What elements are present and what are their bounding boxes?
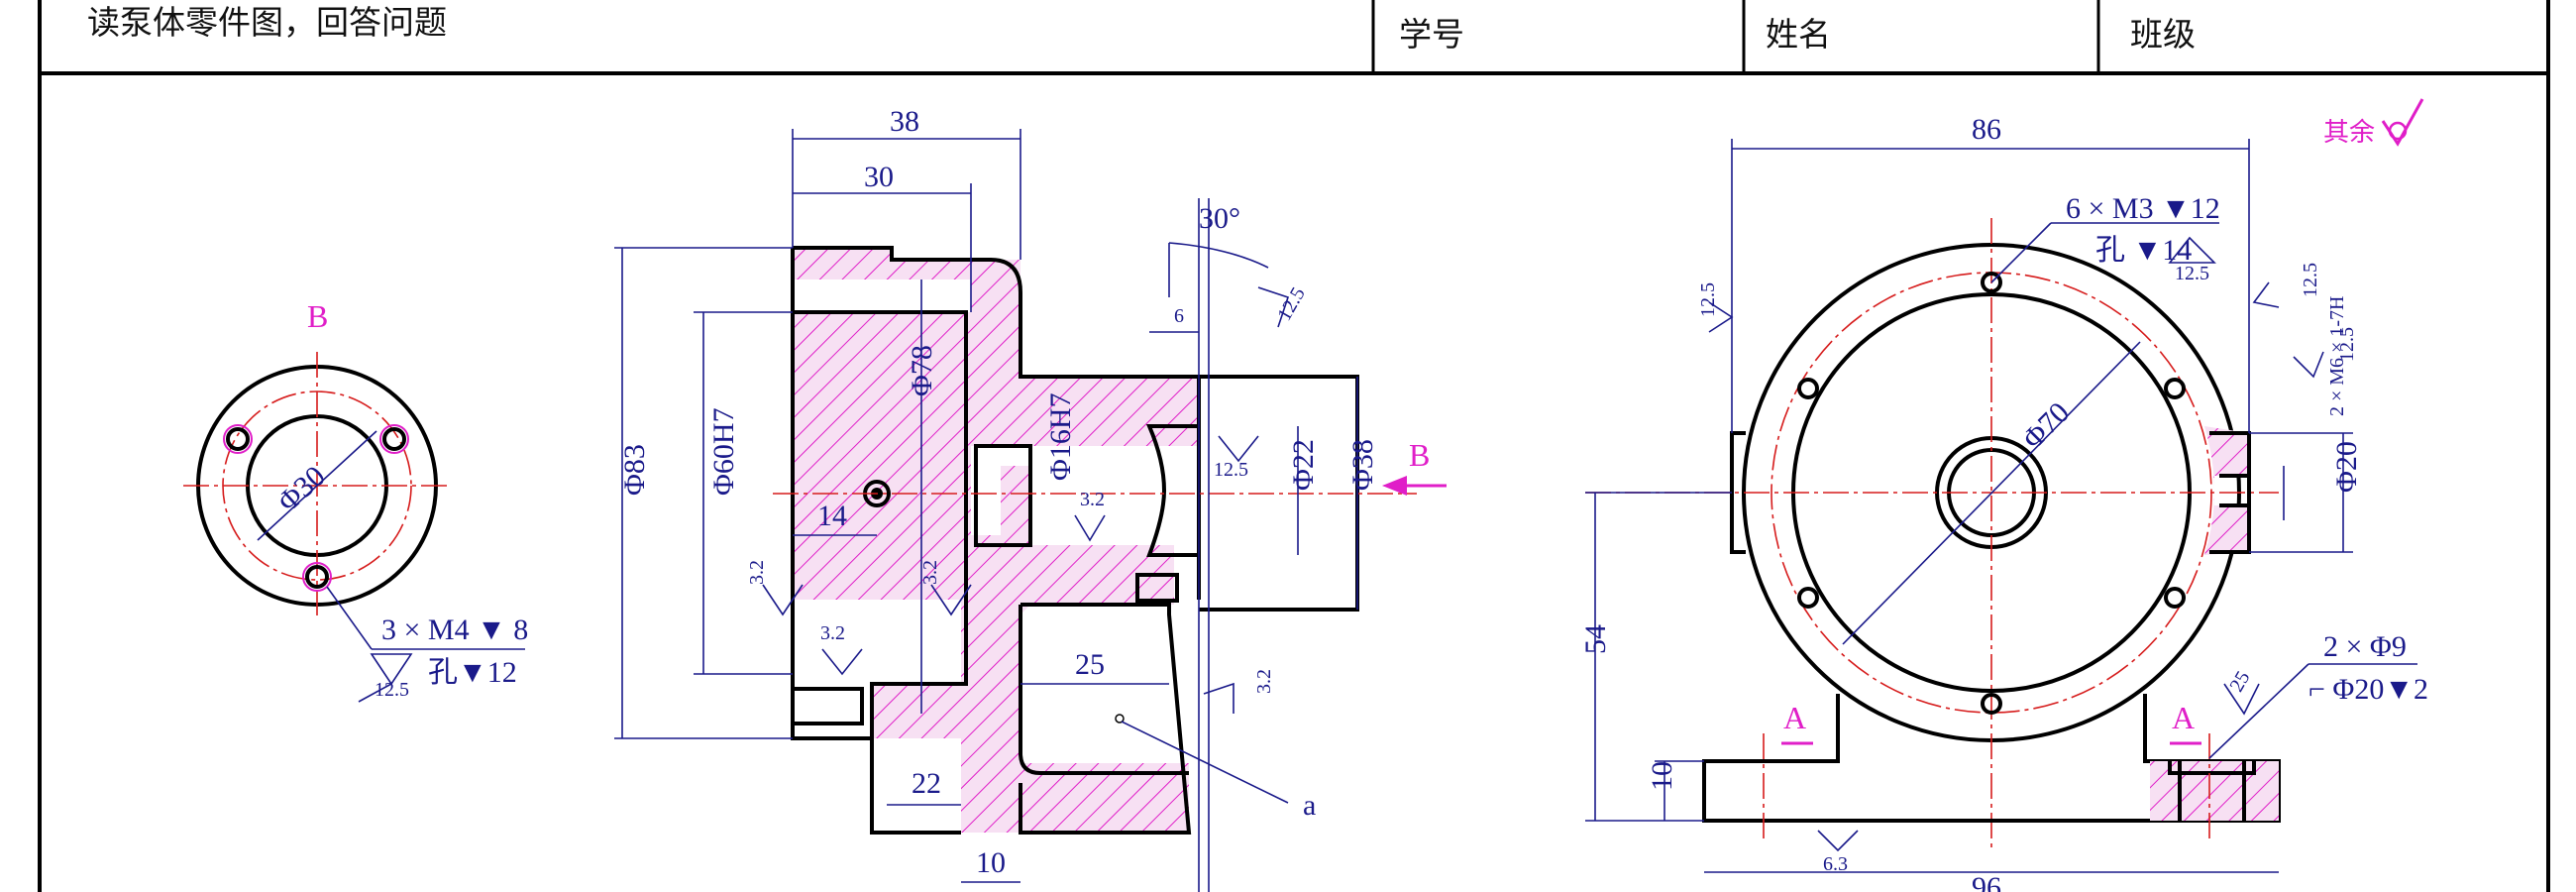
name-label: 姓名 — [1766, 15, 1831, 54]
roughness-main-2: 3.2 — [919, 560, 941, 585]
roughness-main-6: 12.5 — [1273, 283, 1310, 324]
dim-phi38: Φ38 — [1346, 439, 1379, 491]
front-view: A A 86 Φ70 6 × M3 ▼12 孔 ▼14 12.5 54 10 9… — [1579, 98, 2428, 892]
section-a-left: A — [1783, 700, 1806, 735]
dim-86: 86 — [1972, 113, 2001, 146]
roughness-main-5: 12.5 — [1214, 459, 1248, 481]
counterbore-phi20: ⌐ Φ20▼2 — [2308, 673, 2428, 706]
roughness-main-1: 3.2 — [746, 560, 768, 585]
dim-10-base: 10 — [1646, 761, 1678, 791]
roughness-main-4: 3.2 — [1080, 489, 1105, 510]
drawing-title: 读泵体零件图，回答问题 — [87, 3, 447, 42]
dim-25: 25 — [1075, 648, 1105, 681]
thread-m4-hole: 孔▼12 — [428, 656, 517, 689]
dim-6: 6 — [1174, 305, 1184, 327]
dim-phi30: Φ30 — [271, 460, 332, 518]
main-section-view: 38 30 Φ83 Φ60H7 Φ78 14 Φ16H7 30° 6 Φ22 Φ… — [614, 105, 1447, 892]
class-label: 班级 — [2130, 15, 2196, 54]
dim-angle-30: 30° — [1199, 202, 1240, 235]
student-id-label: 学号 — [1399, 15, 1464, 54]
view-b-label: B — [307, 298, 328, 334]
thread-m3-hole: 孔 ▼14 — [2095, 234, 2192, 267]
roughness-m3: 12.5 — [2175, 263, 2209, 284]
roughness-main-3: 3.2 — [820, 622, 845, 644]
roughness-view-b: 12.5 — [375, 679, 409, 701]
dim-30-top: 30 — [864, 161, 894, 193]
check-roughness-icon — [2381, 98, 2424, 147]
dim-54: 54 — [1579, 624, 1612, 654]
section-a-right: A — [2172, 700, 2195, 735]
dim-phi16h7: Φ16H7 — [1044, 392, 1077, 481]
hole-2phi9: 2 × Φ9 — [2323, 630, 2407, 663]
dim-96: 96 — [1972, 871, 2001, 892]
dim-phi20: Φ20 — [2330, 441, 2363, 493]
dim-phi22: Φ22 — [1287, 439, 1320, 491]
dim-phi78: Φ78 — [906, 345, 938, 396]
dim-phi70: Φ70 — [2016, 396, 2076, 456]
point-a-label: a — [1303, 789, 1316, 822]
dim-phi60h7: Φ60H7 — [707, 407, 740, 496]
thread-m4-callout: 3 × M4 ▼ 8 — [381, 613, 528, 646]
other-surfaces-note: 其余 — [2323, 118, 2375, 148]
section-b-arrow-label: B — [1409, 437, 1430, 473]
title-table: 读泵体零件图，回答问题 学号 姓名 班级 — [38, 0, 2550, 892]
dim-phi83: Φ83 — [618, 444, 651, 496]
roughness-front-1: 12.5 — [1697, 282, 1719, 317]
dim-14: 14 — [817, 500, 847, 532]
dim-38-top: 38 — [890, 105, 919, 138]
thread-m6-callout: 2 × M6 × 1-7H — [2326, 296, 2348, 416]
roughness-front-4: 6.3 — [1823, 853, 1848, 875]
roughness-front-2: 12.5 — [2300, 263, 2321, 297]
thread-m3-callout: 6 × M3 ▼12 — [2066, 192, 2220, 225]
roughness-main-7: 3.2 — [1253, 669, 1275, 694]
roughness-front-3: 12.5 — [2336, 327, 2358, 362]
dim-22: 22 — [912, 767, 941, 800]
dim-10-bottom: 10 — [976, 846, 1006, 879]
view-b: B Φ30 3 × M4 ▼ 8 孔▼12 12.5 — [183, 298, 528, 703]
